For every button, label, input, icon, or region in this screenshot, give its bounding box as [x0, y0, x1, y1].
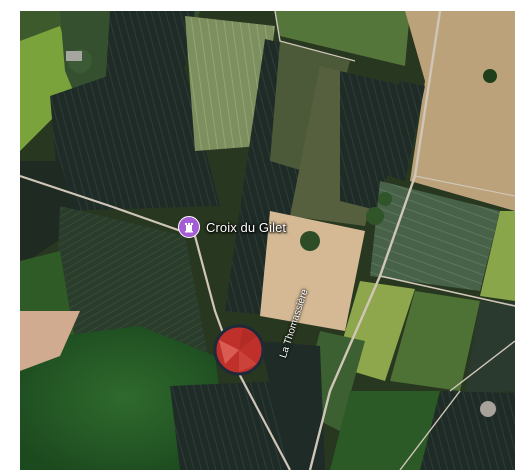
monument-icon[interactable]: [178, 216, 200, 238]
satellite-map[interactable]: Croix du Gilet La Thomassière: [20, 11, 515, 470]
satellite-terrain: [20, 11, 515, 470]
poi-label[interactable]: Croix du Gilet: [206, 219, 287, 235]
location-cone-icon[interactable]: [213, 324, 265, 376]
poi-marker[interactable]: Croix du Gilet: [178, 216, 286, 238]
